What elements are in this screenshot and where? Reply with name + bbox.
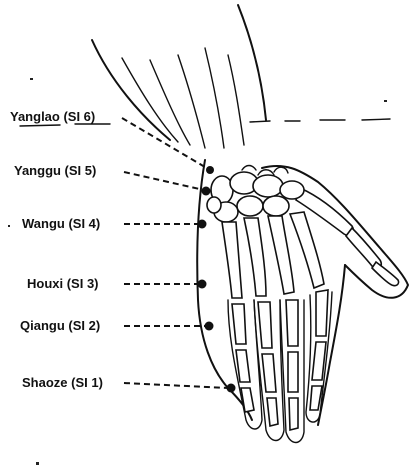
metacarpal-bones xyxy=(222,212,324,298)
acupoint-si5 xyxy=(202,187,211,196)
leader-lines xyxy=(122,118,228,388)
acupoint-si2 xyxy=(205,322,214,331)
acupoint-si1 xyxy=(227,384,236,393)
label-si2: Qiangu (SI 2) xyxy=(20,318,100,333)
acupoint-si4 xyxy=(198,220,207,229)
point-labels: Yanglao (SI 6) Yanggu (SI 5) Wangu (SI 4… xyxy=(10,109,103,390)
leader-si6 xyxy=(122,118,210,170)
label-si1: Shaoze (SI 1) xyxy=(22,375,103,390)
leader-si5 xyxy=(124,172,204,190)
leader-si1 xyxy=(124,383,228,388)
label-si6: Yanglao (SI 6) xyxy=(10,109,95,124)
label-si3: Houxi (SI 3) xyxy=(27,276,99,291)
label-si5: Yanggu (SI 5) xyxy=(14,163,96,178)
acupoint-si6 xyxy=(206,166,214,174)
forearm-outline xyxy=(92,5,266,148)
acupoint-si3 xyxy=(198,280,207,289)
label-si4: Wangu (SI 4) xyxy=(22,216,100,231)
